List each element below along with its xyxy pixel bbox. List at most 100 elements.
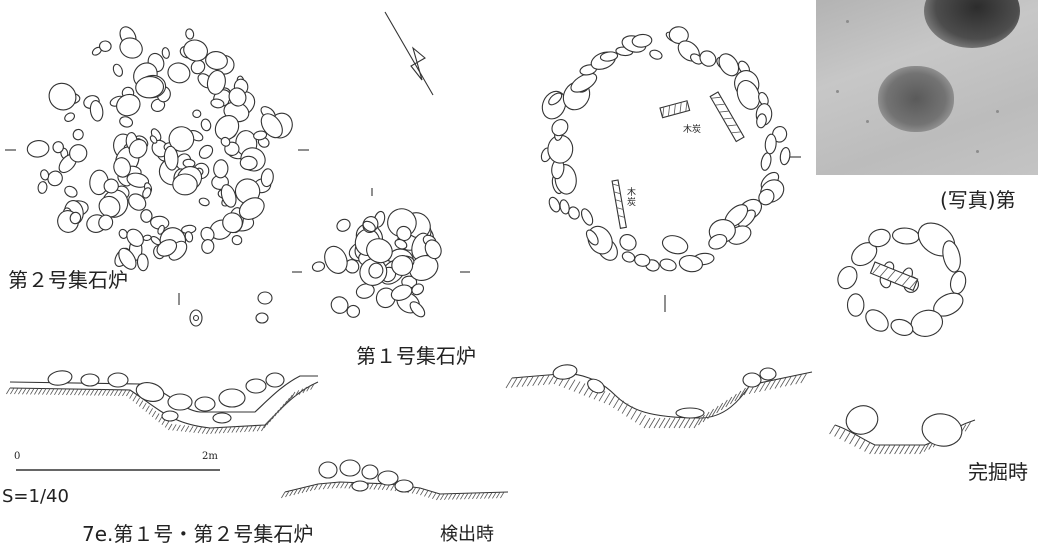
stone (184, 231, 194, 243)
stone (631, 33, 653, 48)
hatch-line (18, 387, 23, 395)
stone (865, 309, 889, 332)
hatch-line (730, 393, 737, 405)
stone (103, 178, 119, 194)
hatch-line (436, 493, 441, 501)
hearth2-plan (26, 26, 293, 272)
stone (551, 119, 569, 137)
hatch-line (424, 490, 429, 497)
hatch-line (135, 397, 141, 405)
stone (142, 187, 152, 199)
hatch-line (568, 379, 576, 390)
stone (126, 228, 144, 247)
hatch-line (874, 444, 881, 455)
stone (150, 235, 161, 246)
hatch-line (510, 377, 518, 388)
photo-speck (846, 20, 849, 23)
hatch-line (132, 394, 137, 402)
stone (167, 62, 191, 84)
hatch-line (285, 397, 290, 405)
hatch-line (271, 412, 277, 420)
hatch-line (151, 410, 157, 418)
stone (368, 262, 384, 279)
stone (135, 382, 165, 402)
hatch-line (526, 375, 534, 387)
hatch-line (464, 492, 469, 500)
scale-two-label: 2m (202, 451, 218, 462)
stone (140, 209, 153, 223)
section-hearth2 (6, 370, 319, 435)
hatch-line (126, 389, 131, 397)
hatch-line (106, 389, 111, 396)
stone (119, 37, 143, 59)
stone (891, 227, 920, 245)
hatch-line (923, 442, 930, 452)
stone (69, 211, 82, 225)
hatch-line (274, 409, 279, 417)
stone (156, 239, 178, 257)
hatch-line (678, 417, 686, 429)
hatch-line (444, 493, 449, 501)
hatch-line (210, 427, 215, 435)
hatch-line (293, 488, 298, 496)
stone (228, 87, 247, 107)
hatch-line (563, 377, 571, 389)
hatch-line (472, 492, 477, 500)
hatch-line (411, 487, 417, 494)
stone (760, 152, 772, 171)
stone (47, 170, 63, 187)
hatch-line (769, 379, 777, 390)
hatch-line (66, 388, 71, 396)
stone (361, 464, 379, 480)
hatch-line (702, 411, 710, 423)
stone (149, 135, 158, 144)
hatch-line (919, 444, 926, 455)
hatch-line (297, 487, 302, 495)
hatch-line (269, 415, 274, 423)
stone (659, 258, 677, 272)
stone (396, 225, 412, 242)
stone (231, 235, 243, 246)
hatch-line (227, 426, 232, 434)
stone (330, 296, 349, 314)
stone (48, 82, 77, 111)
stone (585, 229, 599, 246)
hatch-line (369, 483, 374, 490)
hatch-line (78, 388, 83, 396)
hatch-line (869, 444, 876, 455)
hatch-line (634, 412, 642, 423)
stone (220, 184, 237, 208)
hatch-line (711, 405, 719, 417)
hatch-line (184, 425, 190, 433)
detected-label: 検出時 (440, 524, 494, 545)
hatch-line (281, 491, 286, 499)
hatch-line (266, 418, 271, 426)
charcoal-label-a: 木炭 (683, 125, 702, 135)
stone (375, 287, 396, 309)
hatch-line (630, 409, 638, 420)
stone (167, 393, 193, 411)
hatch-line (643, 417, 651, 429)
photo-pit-lower (878, 66, 954, 132)
hatch-line (829, 424, 836, 435)
stone (47, 370, 73, 386)
hatch-line (648, 417, 656, 429)
stone (213, 159, 229, 179)
stone (675, 407, 705, 419)
stone (192, 109, 202, 119)
hatch-line (50, 388, 55, 395)
stone (128, 193, 147, 211)
hatch-line (74, 388, 79, 396)
hatch-line (480, 492, 485, 499)
hatch-line (114, 389, 119, 397)
hatch-line (94, 389, 99, 396)
stone (552, 364, 578, 380)
stone (201, 239, 215, 254)
stone (205, 51, 228, 70)
hatch-line (138, 400, 144, 407)
stone (172, 173, 198, 196)
stone (89, 100, 104, 122)
stone (318, 461, 338, 479)
hatch-line (277, 406, 282, 414)
hatch-line (598, 390, 606, 402)
